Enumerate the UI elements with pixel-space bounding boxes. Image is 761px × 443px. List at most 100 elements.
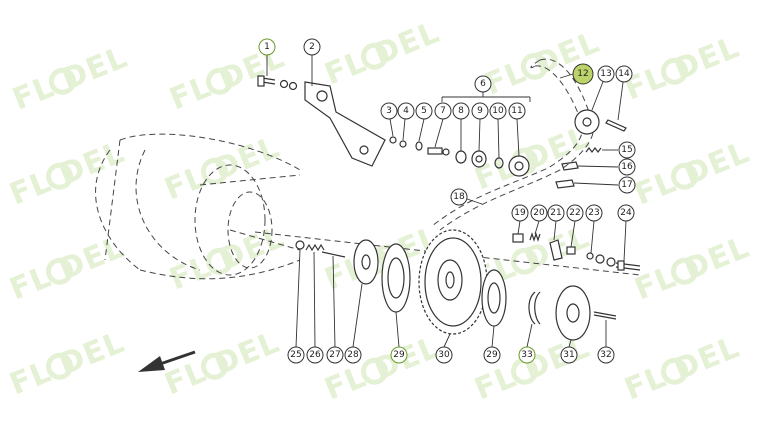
callout-25[interactable]: 25: [287, 346, 305, 364]
leader-lines: [266, 55, 627, 348]
watermark: FL DEL: [630, 230, 755, 308]
callout-16[interactable]: 16: [618, 158, 636, 176]
callout-3[interactable]: 3: [380, 102, 398, 120]
callout-1[interactable]: 1: [258, 38, 276, 56]
svg-text:FL DEL: FL DEL: [320, 15, 445, 93]
svg-text:12: 12: [577, 69, 588, 79]
callout-17[interactable]: 17: [618, 176, 636, 194]
callout-14[interactable]: 14: [615, 65, 633, 83]
callout-5[interactable]: 5: [415, 102, 433, 120]
svg-text:14: 14: [618, 69, 630, 79]
svg-text:6: 6: [480, 79, 486, 89]
clutch-hub: [555, 285, 591, 341]
svg-text:19: 19: [514, 208, 526, 218]
callout-13[interactable]: 13: [597, 65, 615, 83]
callout-labels: 1 2 3 4 5 6 7 8 9 10 11 12 13 14 15 16 1…: [258, 38, 636, 364]
watermark: FL DEL: [620, 30, 745, 108]
mounting-bracket: [304, 81, 386, 167]
shaft-parts-right: [512, 232, 641, 271]
callout-30[interactable]: 30: [435, 346, 453, 364]
callout-33[interactable]: 33: [518, 346, 536, 364]
watermark: FL DEL: [620, 330, 745, 408]
svg-text:30: 30: [438, 350, 450, 360]
callout-32[interactable]: 32: [597, 346, 615, 364]
callout-26[interactable]: 26: [306, 346, 324, 364]
clip-17: [555, 179, 575, 189]
callout-23[interactable]: 23: [585, 204, 603, 222]
svg-text:10: 10: [492, 106, 504, 116]
clip-16: [561, 161, 579, 171]
watermark: FL DEL: [8, 40, 133, 118]
engine-outline: [95, 133, 301, 280]
svg-text:17: 17: [621, 180, 632, 190]
watermark: FL DEL: [165, 220, 290, 298]
tensioner-parts: [389, 136, 530, 177]
svg-text:2: 2: [309, 42, 315, 52]
timing-chain: [431, 58, 595, 231]
watermark-layer: FL DEL FL DEL FL DEL FL DEL FL DEL FL DE…: [5, 15, 755, 408]
callout-15[interactable]: 15: [618, 141, 636, 159]
callout-31[interactable]: 31: [560, 346, 578, 364]
callout-8[interactable]: 8: [452, 102, 470, 120]
watermark: FL DEL: [470, 120, 595, 198]
callout-29-left[interactable]: 29: [390, 346, 408, 364]
friction-disc-left: [381, 243, 411, 313]
svg-text:7: 7: [440, 106, 446, 116]
svg-text:31: 31: [563, 350, 574, 360]
friction-disc-right: [481, 269, 507, 327]
svg-text:FL DEL: FL DEL: [5, 230, 130, 308]
callout-11[interactable]: 11: [508, 102, 526, 120]
callout-7[interactable]: 7: [434, 102, 452, 120]
callout-20[interactable]: 20: [530, 204, 548, 222]
callout-10[interactable]: 10: [489, 102, 507, 120]
callout-29-right[interactable]: 29: [483, 346, 501, 364]
callout-21[interactable]: 21: [547, 204, 565, 222]
callout-24[interactable]: 24: [617, 204, 635, 222]
callout-12[interactable]: 12: [572, 63, 594, 85]
svg-text:18: 18: [453, 192, 465, 202]
svg-text:33: 33: [521, 350, 532, 360]
callout-27[interactable]: 27: [326, 346, 344, 364]
svg-text:FL DEL: FL DEL: [620, 30, 745, 108]
svg-text:FL DEL: FL DEL: [8, 40, 133, 118]
cam-sprocket: [574, 109, 600, 135]
svg-text:29: 29: [393, 350, 405, 360]
svg-text:FL DEL: FL DEL: [470, 330, 595, 408]
svg-text:28: 28: [347, 350, 359, 360]
svg-text:4: 4: [403, 106, 409, 116]
svg-text:27: 27: [329, 350, 340, 360]
callout-28[interactable]: 28: [344, 346, 362, 364]
svg-text:16: 16: [621, 162, 633, 172]
svg-text:FL DEL: FL DEL: [160, 325, 285, 403]
svg-text:13: 13: [600, 69, 611, 79]
svg-text:FL DEL: FL DEL: [470, 120, 595, 198]
callout-18[interactable]: 18: [450, 188, 468, 206]
svg-text:22: 22: [569, 208, 580, 218]
bolt-1: [257, 75, 298, 91]
svg-text:25: 25: [290, 350, 301, 360]
watermark: FL DEL: [5, 325, 130, 403]
svg-text:15: 15: [621, 145, 632, 155]
circlip-33: [528, 291, 541, 325]
svg-text:FL DEL: FL DEL: [320, 330, 445, 408]
callout-19[interactable]: 19: [511, 204, 529, 222]
shaft-parts-left: [295, 239, 379, 285]
callout-2[interactable]: 2: [303, 38, 321, 56]
callout-9[interactable]: 9: [471, 102, 489, 120]
watermark: FL DEL: [470, 330, 595, 408]
watermark: FL DEL: [480, 25, 605, 103]
svg-text:8: 8: [458, 106, 464, 116]
callout-4[interactable]: 4: [397, 102, 415, 120]
watermark: FL DEL: [320, 330, 445, 408]
callout-22[interactable]: 22: [566, 204, 584, 222]
svg-text:FL DEL: FL DEL: [630, 135, 755, 213]
svg-text:FL DEL: FL DEL: [480, 25, 605, 103]
svg-text:FL DEL: FL DEL: [165, 220, 290, 298]
watermark: FL DEL: [5, 230, 130, 308]
callout-6[interactable]: 6: [474, 75, 492, 93]
svg-text:24: 24: [620, 208, 632, 218]
svg-text:1: 1: [264, 42, 270, 52]
svg-text:FL DEL: FL DEL: [5, 325, 130, 403]
